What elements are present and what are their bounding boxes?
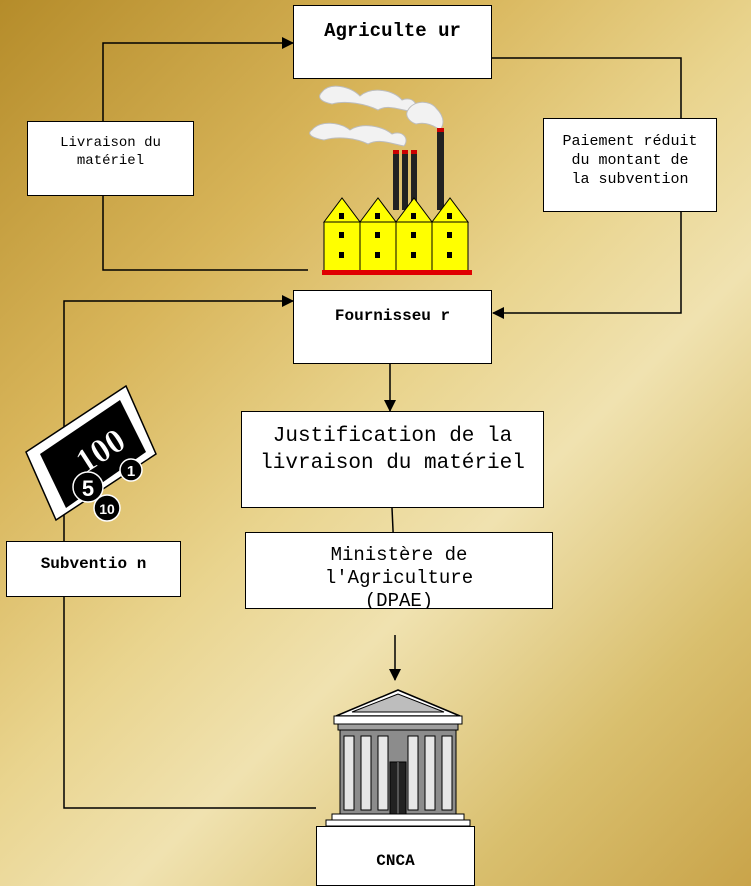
coin-5: 5 (82, 476, 94, 501)
livraison-node: Livraison du matériel (27, 121, 194, 196)
subvention-node: Subventio n (6, 541, 181, 597)
cnca-node: CNCA (316, 826, 475, 886)
ministere-node: Ministère de l'Agriculture (DPAE) (245, 532, 553, 609)
subvention-label: Subventio n (40, 555, 147, 573)
justification-node: Justification de la livraison du matérie… (241, 411, 544, 508)
coin-10: 10 (99, 501, 115, 517)
coin-1: 1 (127, 463, 135, 480)
agriculteur-label: Agriculte ur (324, 20, 461, 42)
paiement-node: Paiement réduit du montant de la subvent… (543, 118, 717, 212)
livraison-label: Livraison du matériel (60, 135, 161, 169)
agriculteur-node: Agriculte ur (293, 5, 492, 79)
justification-label: Justification de la livraison du matérie… (260, 425, 525, 475)
fournisseur-node: Fournisseu r (293, 290, 492, 364)
fournisseur-label: Fournisseu r (334, 307, 451, 325)
ministere-label: Ministère de l'Agriculture (DPAE) (324, 544, 474, 609)
cnca-label: CNCA (376, 852, 415, 870)
paiement-label: Paiement réduit du montant de la subvent… (562, 133, 698, 188)
